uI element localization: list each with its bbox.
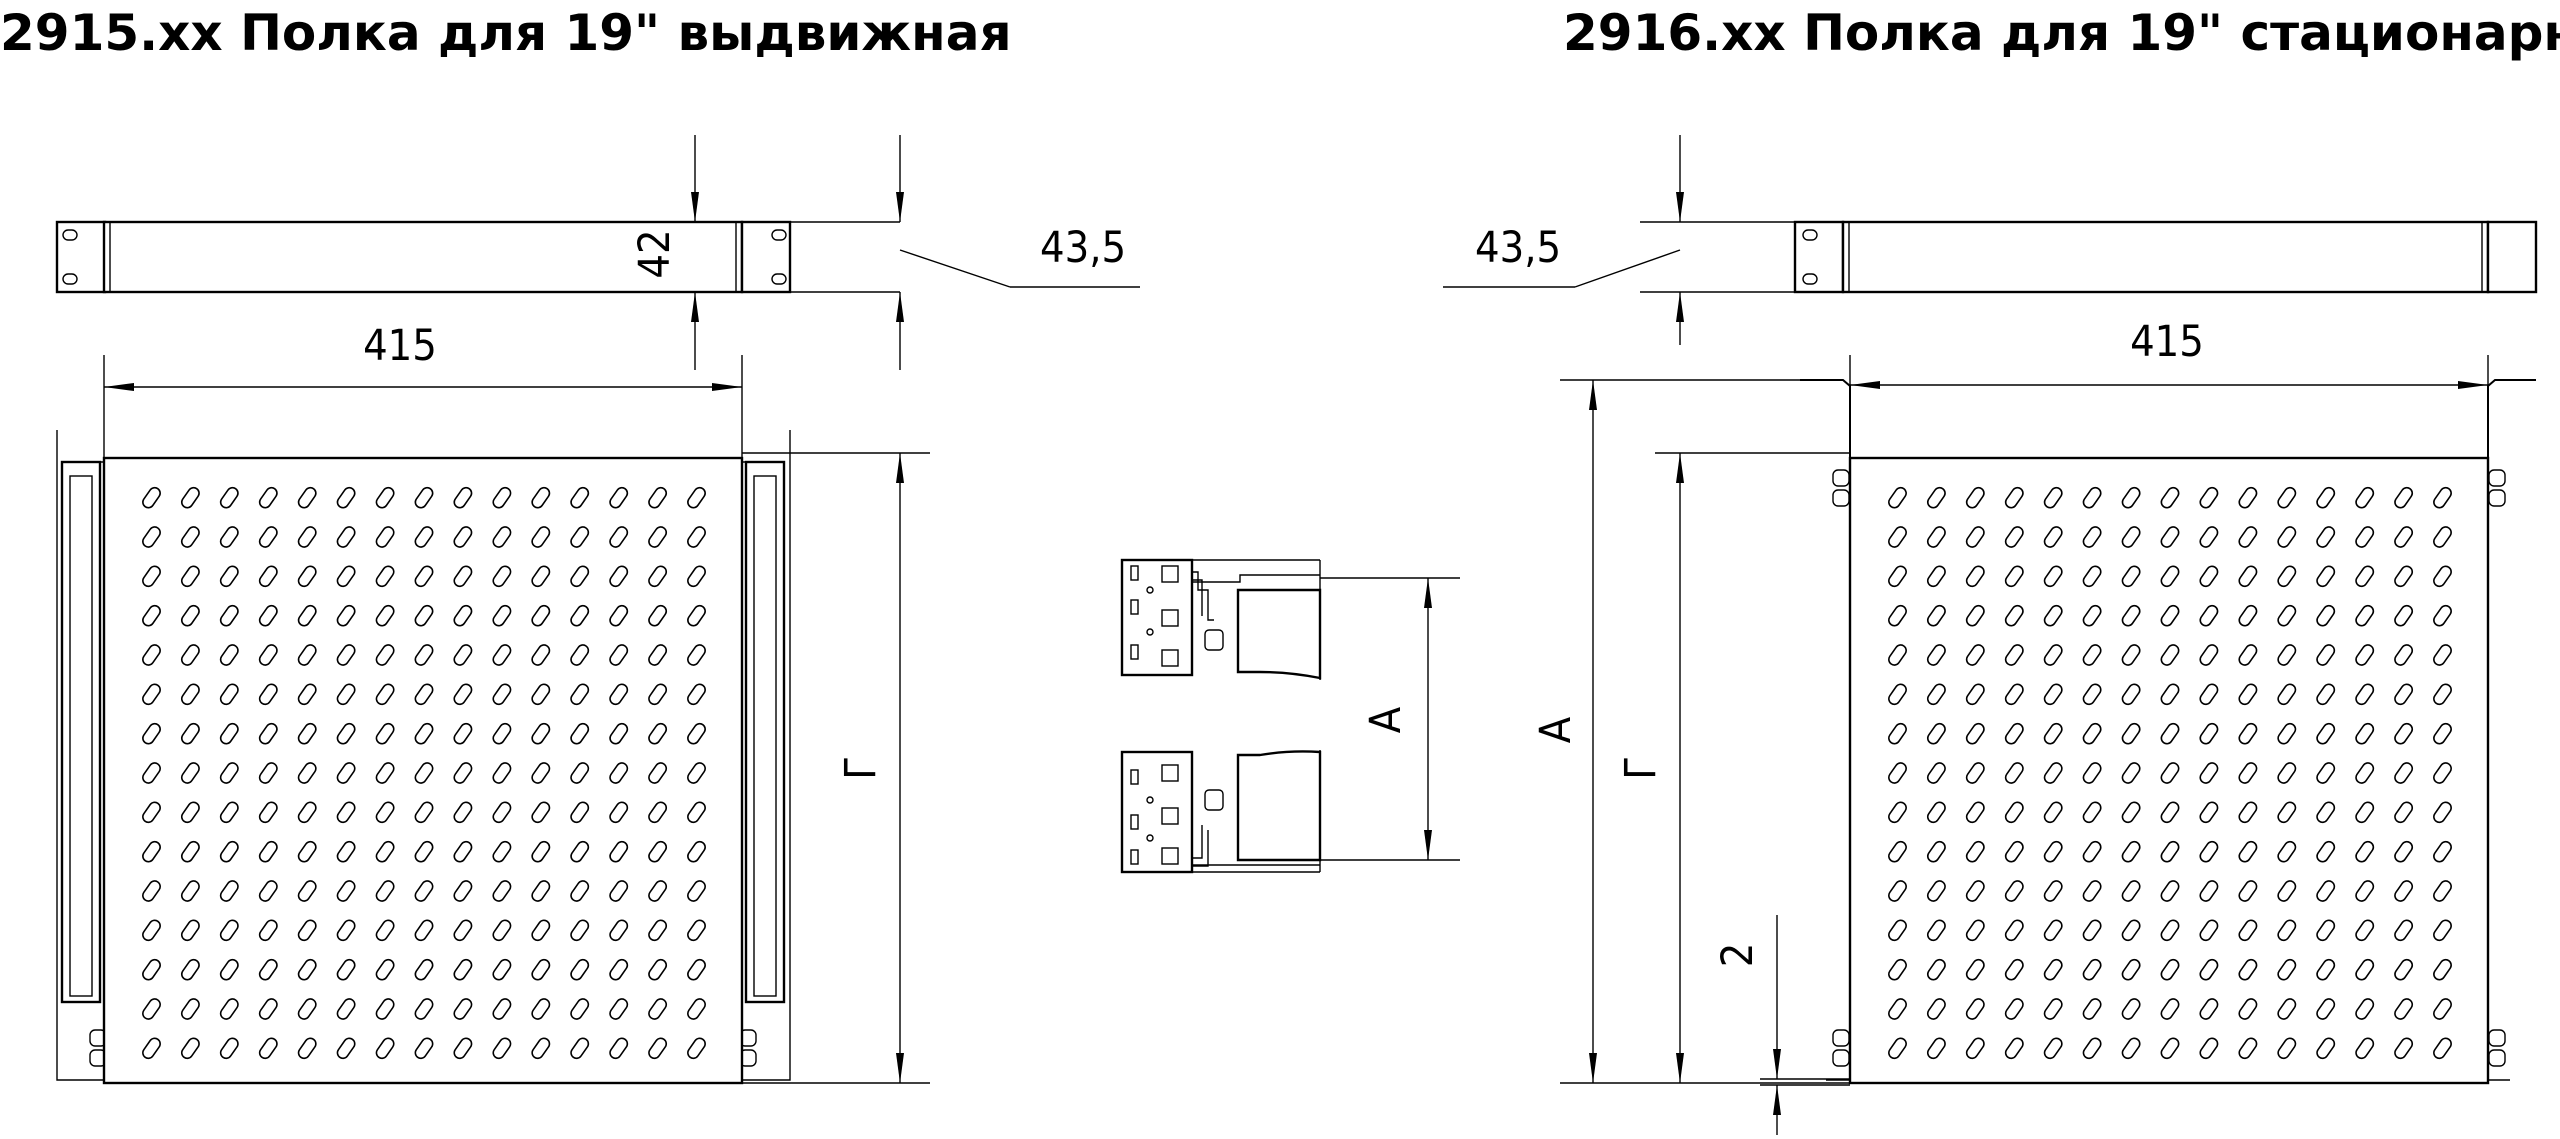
right-profile-view xyxy=(1793,220,2538,294)
dim-outer-right: А xyxy=(1531,379,1850,1084)
dim-depth-right: 43,5 xyxy=(1443,135,1795,345)
dim-label-43-5-right: 43,5 xyxy=(1475,223,1561,273)
title-left: 2915.xx Полка для 19" выдвижная xyxy=(0,4,1012,62)
dim-depth-left: 43,5 xyxy=(790,135,1140,370)
dim-label-42: 42 xyxy=(630,229,680,278)
dim-label-a-center: А xyxy=(1361,706,1411,733)
dim-width-left: 415 xyxy=(103,321,743,460)
title-right: 2916.xx Полка для 19" стационарная xyxy=(1563,4,2560,62)
dim-gap-center: А xyxy=(1320,577,1460,861)
right-plan-view xyxy=(1800,379,2536,1085)
dim-length-left: Г xyxy=(742,452,930,1084)
dim-label-g-right: Г xyxy=(1616,756,1666,780)
left-plan-view xyxy=(56,430,791,1085)
dim-width-right: 415 xyxy=(1849,317,2489,460)
dim-label-415-left: 415 xyxy=(363,321,437,371)
dim-label-2-right: 2 xyxy=(1713,943,1763,968)
dim-length-right: Г xyxy=(1616,452,1850,1083)
dim-label-g-left: Г xyxy=(836,756,886,780)
dim-label-43-5-left: 43,5 xyxy=(1040,223,1126,273)
dim-label-415-right: 415 xyxy=(2130,317,2204,367)
dim-label-a-right: А xyxy=(1531,716,1581,743)
dim-gap-2-right: 2 xyxy=(1713,915,1850,1135)
center-mount-detail xyxy=(1120,558,1322,874)
left-profile-view xyxy=(55,220,792,294)
dim-height-42: 42 xyxy=(630,135,699,370)
